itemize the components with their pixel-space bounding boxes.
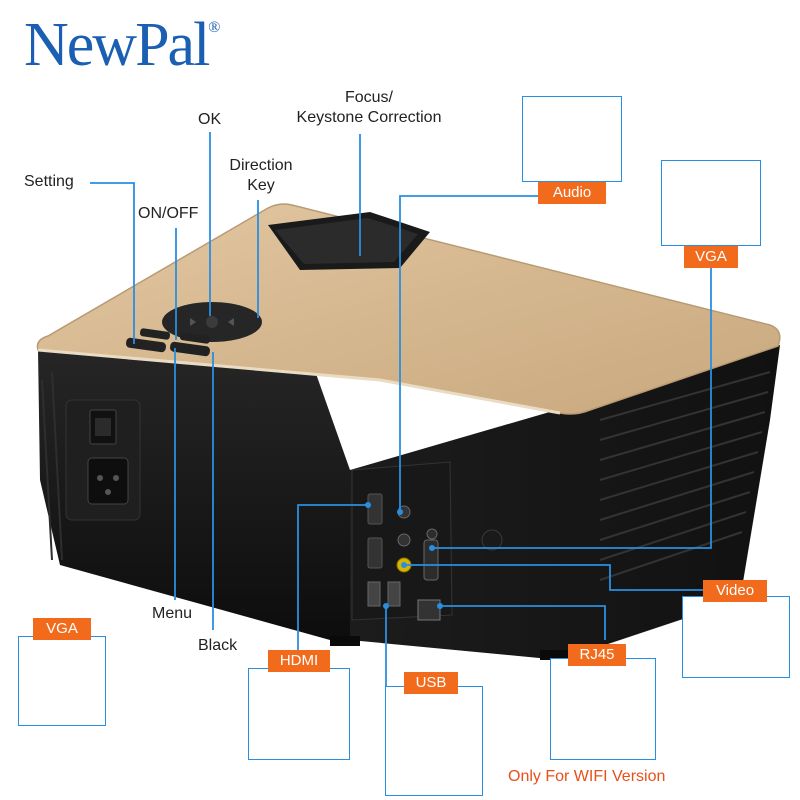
leader-dots: [365, 502, 443, 609]
rj45-device-box: [550, 658, 656, 760]
hdmi-device-box: [248, 668, 350, 760]
tag-hdmi: HDMI: [268, 650, 330, 672]
projector-body: [38, 300, 780, 660]
power-device-box: [18, 636, 106, 726]
label-direction-line2: Key: [247, 177, 275, 194]
video-device-box: [682, 596, 790, 678]
label-focus-line2: Keystone Correction: [296, 109, 442, 126]
label-setting: Setting: [24, 173, 74, 190]
tag-video: Video: [703, 580, 767, 602]
label-direction-line1: Direction: [229, 157, 293, 174]
projector-top-panel: [36, 203, 781, 415]
registered-mark: ®: [208, 19, 221, 36]
label-ok: OK: [198, 111, 222, 128]
wifi-version-note: Only For WIFI Version: [508, 768, 666, 785]
brand-name: NewPal: [24, 11, 210, 79]
label-focus-line1: Focus/: [344, 89, 393, 106]
label-direction-key: Direction Key: [220, 156, 302, 196]
leader-lines: [90, 132, 712, 691]
tag-vga-power: VGA: [33, 618, 91, 640]
tag-rj45: RJ45: [568, 644, 626, 666]
label-onoff: ON/OFF: [138, 205, 199, 222]
brand-logo: NewPal®: [24, 14, 220, 76]
audio-device-box: [522, 96, 622, 182]
label-focus: Focus/ Keystone Correction: [284, 88, 454, 128]
tag-vga-top: VGA: [684, 246, 738, 268]
label-black: Black: [198, 637, 238, 654]
tag-audio: Audio: [538, 182, 606, 204]
usb-device-box: [385, 686, 483, 796]
tag-usb: USB: [404, 672, 458, 694]
label-menu: Menu: [152, 605, 193, 622]
vga-device-box: [661, 160, 761, 246]
